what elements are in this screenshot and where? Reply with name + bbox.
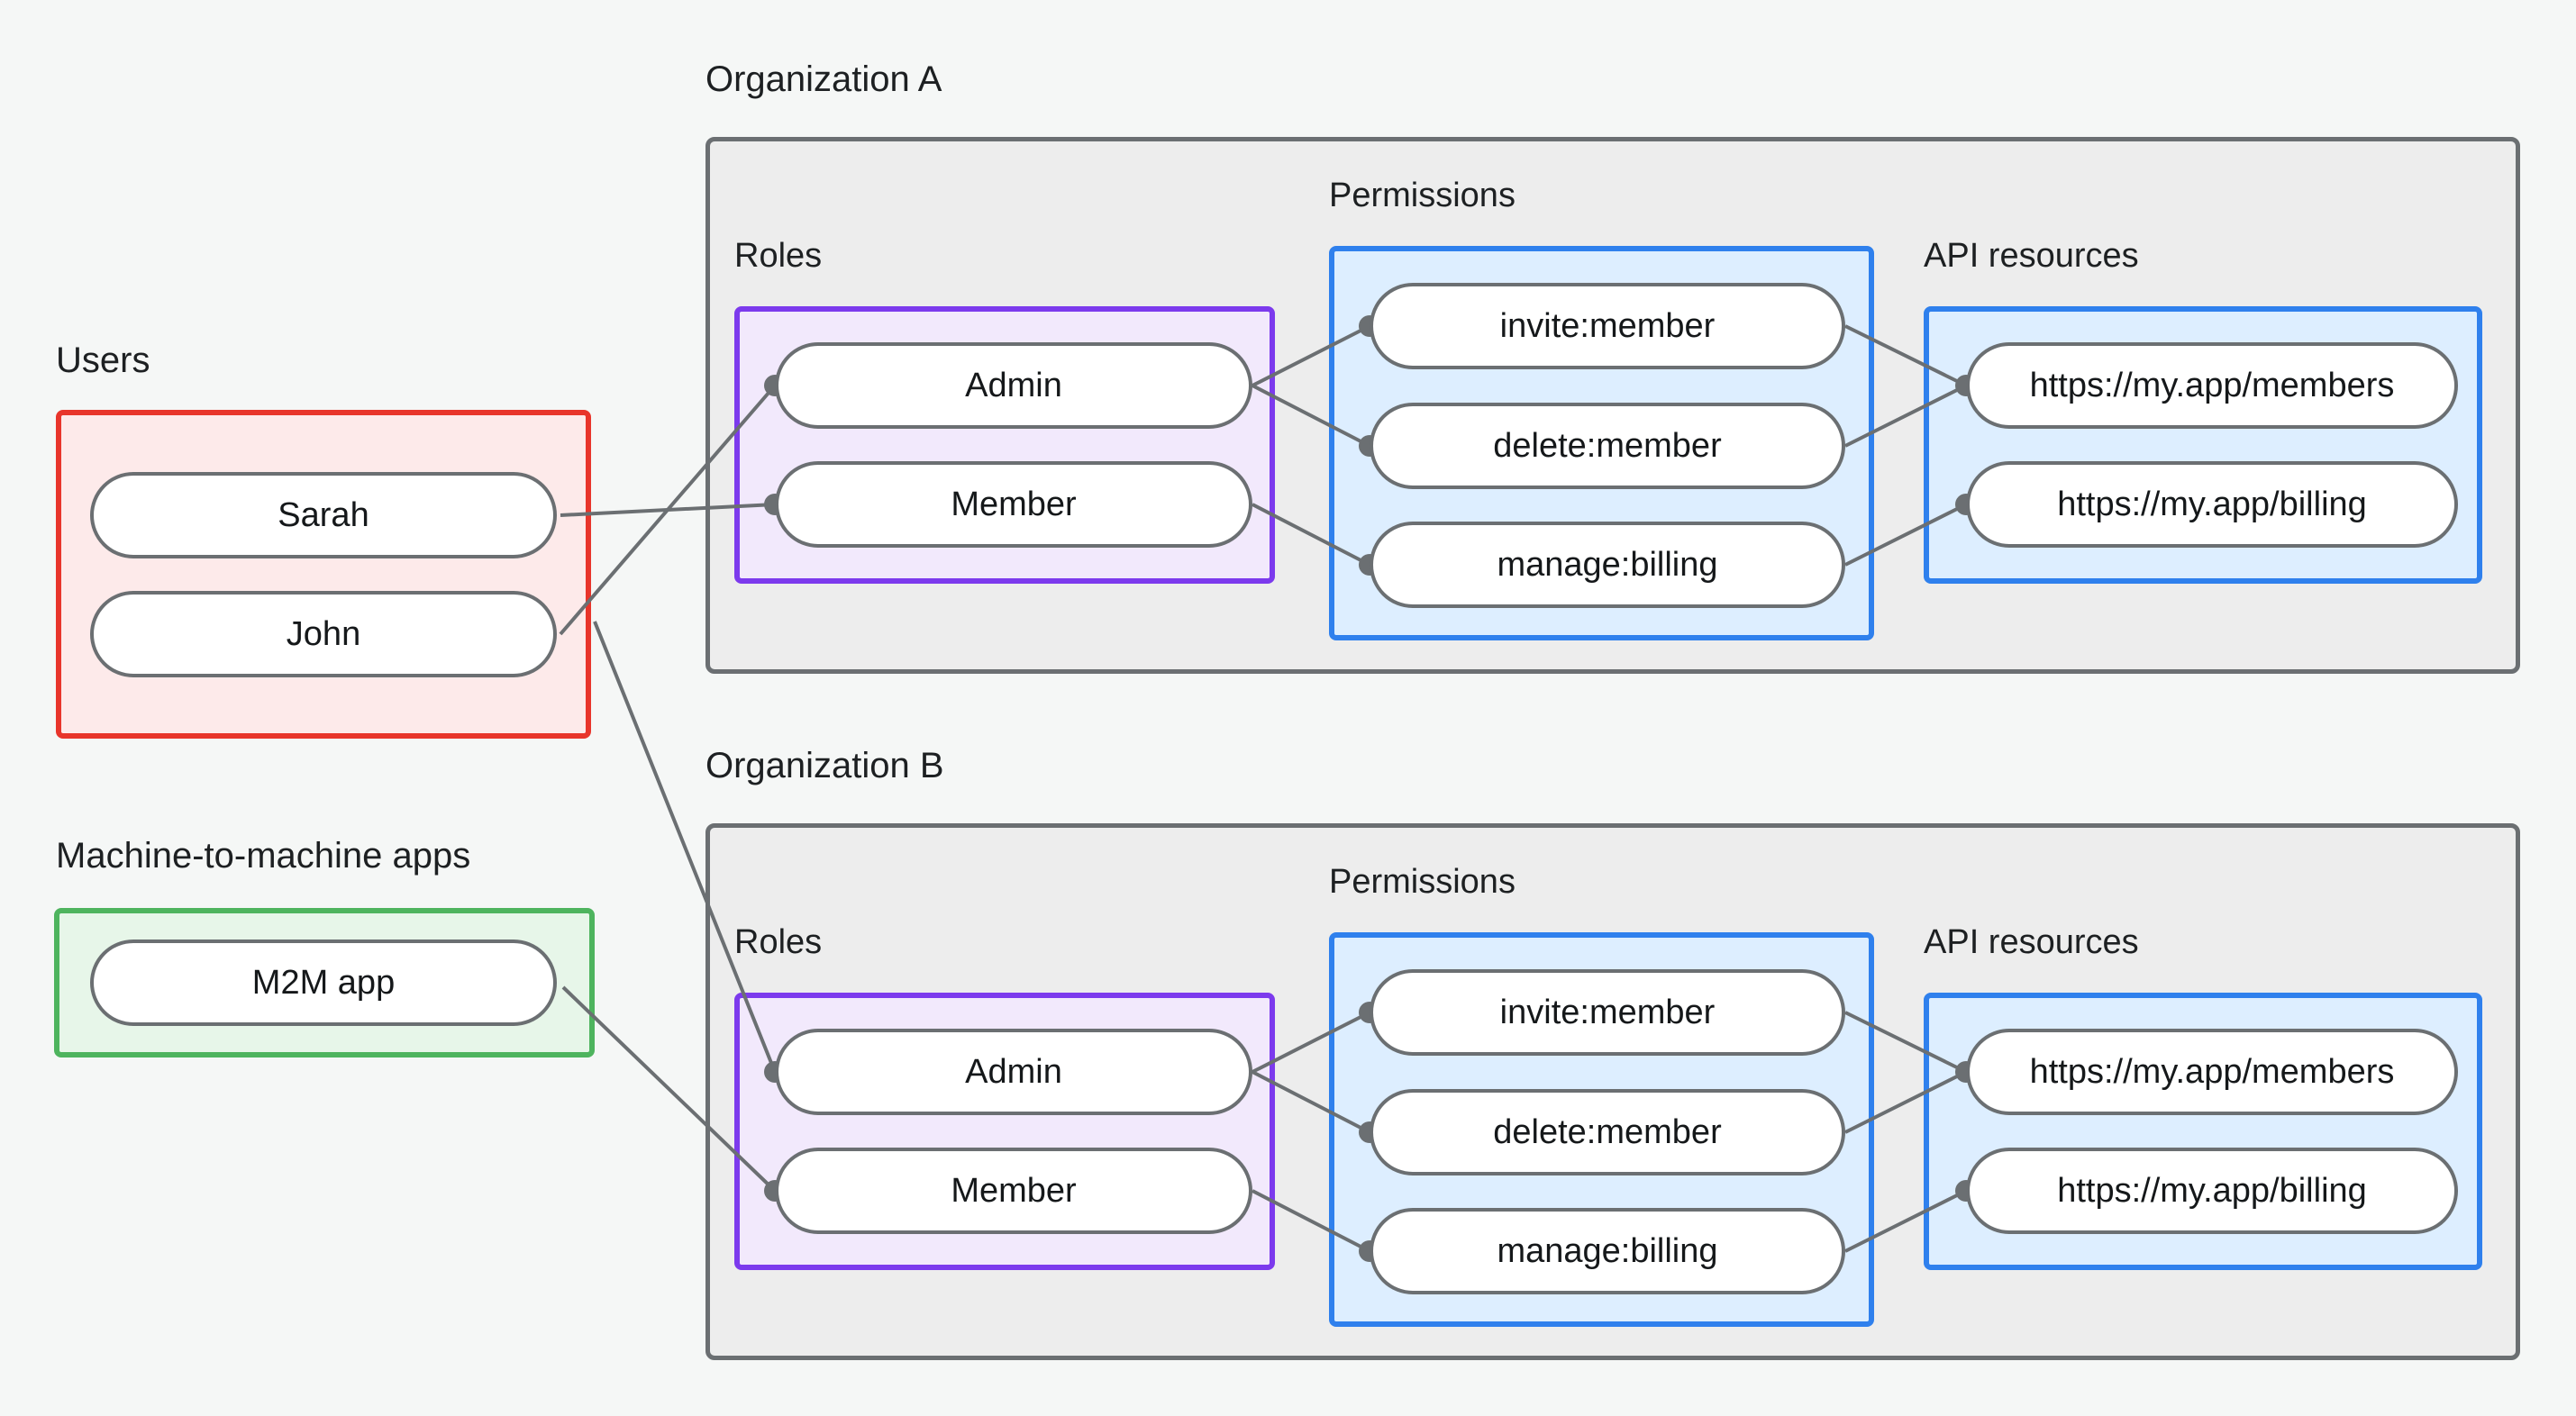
org-b-role-member[interactable]: Member [775, 1148, 1252, 1234]
org-a-role-admin[interactable]: Admin [775, 342, 1252, 429]
org-b-role-admin[interactable]: Admin [775, 1029, 1252, 1115]
org-b-permissions-caption: Permissions [1329, 863, 1516, 901]
user-node-john[interactable]: John [90, 591, 557, 677]
org-b-api-resource-billing[interactable]: https://my.app/billing [1966, 1148, 2458, 1234]
users-caption: Users [56, 340, 150, 380]
org-a-permission-invite-member[interactable]: invite:member [1370, 283, 1845, 369]
org-b-caption: Organization B [705, 746, 944, 785]
org-b-permission-delete-member[interactable]: delete:member [1370, 1089, 1845, 1175]
user-node-sarah[interactable]: Sarah [90, 472, 557, 558]
org-a-role-member[interactable]: Member [775, 461, 1252, 548]
org-b-api-resource-members[interactable]: https://my.app/members [1966, 1029, 2458, 1115]
org-b-permission-invite-member[interactable]: invite:member [1370, 969, 1845, 1056]
m2m-caption: Machine-to-machine apps [56, 836, 471, 876]
org-b-api-caption: API resources [1924, 923, 2139, 961]
org-a-roles-caption: Roles [734, 237, 823, 275]
org-a-permissions-caption: Permissions [1329, 177, 1516, 214]
org-a-api-resource-members[interactable]: https://my.app/members [1966, 342, 2458, 429]
org-a-caption: Organization A [705, 59, 942, 99]
users-group [56, 410, 591, 739]
org-b-permission-manage-billing[interactable]: manage:billing [1370, 1208, 1845, 1294]
org-b-roles-caption: Roles [734, 923, 823, 961]
org-a-api-caption: API resources [1924, 237, 2139, 275]
org-a-permission-delete-member[interactable]: delete:member [1370, 403, 1845, 489]
org-a-api-resource-billing[interactable]: https://my.app/billing [1966, 461, 2458, 548]
org-a-permission-manage-billing[interactable]: manage:billing [1370, 522, 1845, 608]
m2m-node-app[interactable]: M2M app [90, 939, 557, 1026]
